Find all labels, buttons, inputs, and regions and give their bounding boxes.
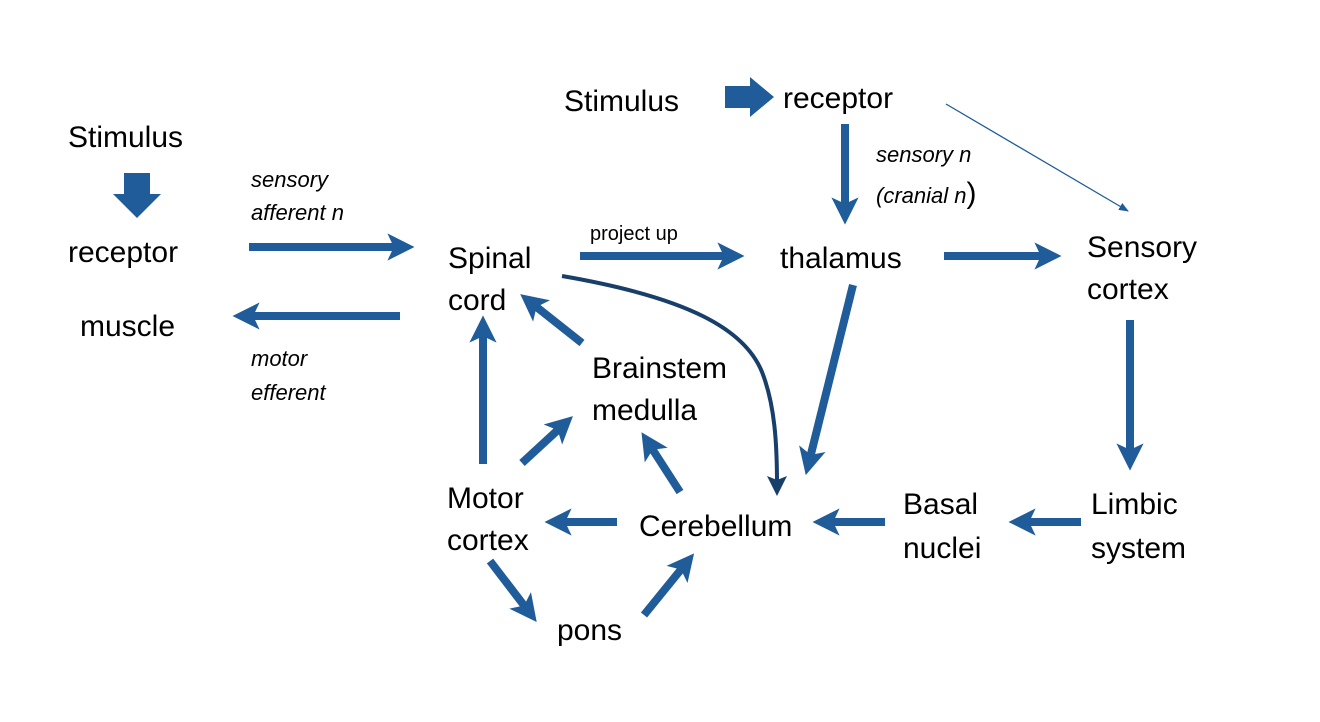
spinal-cord-to-cerebellum-curved-arrow	[561, 274, 787, 496]
brainstem-to-spinal-cord-arrow	[520, 294, 585, 347]
motor-efferent-label-line1: motor	[251, 346, 309, 371]
motor-cortex-node-line2: cortex	[447, 524, 529, 557]
limbic-system-node-line1: Limbic	[1091, 488, 1178, 521]
stimulus-top-node: Stimulus	[564, 85, 679, 118]
limbic-system-node-line2: system	[1091, 532, 1186, 565]
sensory-cortex-node-line1: Sensory	[1087, 231, 1197, 264]
motor-cortex-to-pons-arrow	[486, 558, 537, 622]
cranial-close-paren: )	[966, 177, 976, 210]
project-up-label: project up	[590, 223, 678, 245]
sensory-cortex-node-line2: cortex	[1087, 273, 1169, 306]
basal-nuclei-node-line1: Basal	[903, 488, 978, 521]
sensory-afferent-label-line1: sensory	[251, 167, 330, 192]
cranial-n-text: cranial n	[883, 183, 966, 208]
sensory-n-label: sensory n	[876, 142, 971, 167]
motor-cortex-to-brainstem-arrow	[519, 416, 573, 466]
spinal-cord-node-line1: Spinal	[448, 242, 531, 275]
motor-cortex-node-line1: Motor	[447, 482, 524, 515]
sensory-afferent-label-line2: afferent n	[251, 200, 344, 225]
muscle-node: muscle	[80, 310, 175, 343]
pons-to-cerebellum-arrow	[640, 553, 695, 618]
pons-node: pons	[557, 614, 622, 647]
stimulus-to-receptor-left-block-arrow	[113, 173, 161, 218]
thalamus-to-cerebellum-arrow	[799, 284, 857, 476]
brainstem-node-line1: Brainstem	[592, 352, 727, 385]
thalamus-node: thalamus	[780, 242, 902, 275]
receptor-to-sensory-cortex-arrow	[945, 103, 1129, 212]
cranial-open-paren: (	[876, 183, 886, 208]
cranial-n-label: (cranial n)	[876, 177, 976, 210]
cerebellum-to-brainstem-arrow	[641, 432, 684, 495]
stimulus-left-node: Stimulus	[68, 121, 183, 154]
cerebellum-node: Cerebellum	[639, 510, 792, 543]
receptor-top-node: receptor	[783, 82, 893, 115]
brainstem-node-line2: medulla	[592, 394, 697, 427]
receptor-left-node: receptor	[68, 236, 178, 269]
spinal-cord-node-line2: cord	[448, 284, 506, 317]
basal-nuclei-node-line2: nuclei	[903, 532, 981, 565]
stimulus-to-receptor-top-block-arrow	[725, 77, 774, 117]
motor-efferent-label-line2: efferent	[251, 380, 326, 405]
